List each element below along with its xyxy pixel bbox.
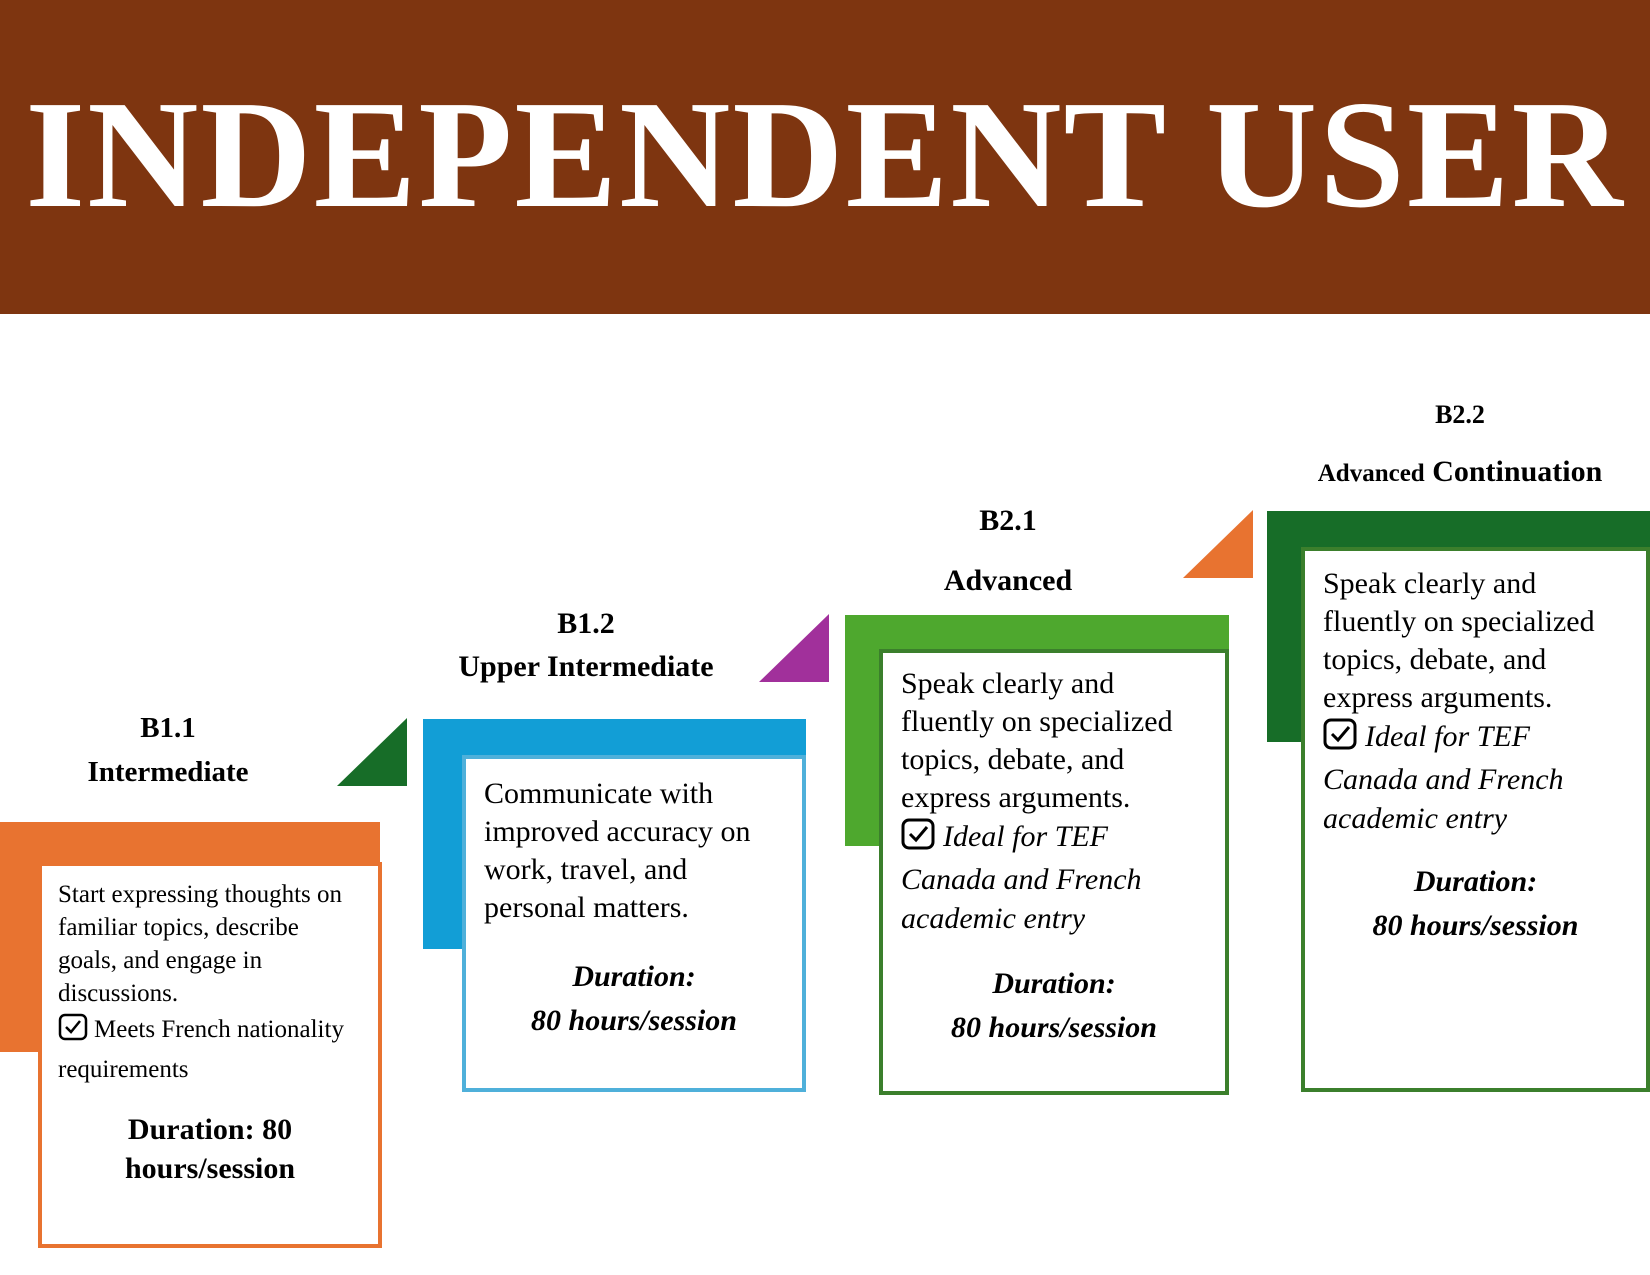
page-title: INDEPENDENT USER [25,70,1625,240]
level-description: Speak clearly and fluently on specialize… [901,667,1173,814]
check-text: Ideal for TEF Canada and French academic… [901,820,1142,935]
duration: Duration: 80 hours/session [901,962,1207,1050]
level-name-part-1: Advanced [1317,460,1425,487]
duration-line-2: 80 hours/session [531,1004,737,1037]
check-line: Meets French nationality requirements [58,1012,362,1088]
checkbox-checked-icon [1323,718,1359,760]
duration-line-1: Duration: 80 [127,1113,293,1146]
check-line: Ideal for TEF Canada and French academic… [1323,717,1628,838]
level-description: Communicate with improved accuracy on wo… [484,777,751,924]
duration-line-1: Duration: [572,960,696,993]
level-name-b21: Advanced [943,564,1073,597]
level-card-b11: Start expressing thoughts on familiar to… [38,862,382,1248]
level-code-b22: B2.2 [1435,400,1485,429]
checkbox-checked-icon [58,1013,88,1052]
check-text: Ideal for TEF Canada and French academic… [1323,720,1564,835]
level-name-b22: Advanced Continuation [1290,455,1630,489]
duration-line-2: hours/session [124,1152,296,1185]
step-triangle-b21 [1183,510,1253,578]
check-line: Ideal for TEF Canada and French academic… [901,817,1207,938]
step-triangle-b12 [759,614,829,682]
duration: Duration: 80 hours/session [58,1110,362,1188]
level-name-b12: Upper Intermediate [458,650,714,683]
level-card-b21: Speak clearly and fluently on specialize… [879,649,1229,1095]
level-name-part-2: Continuation [1432,455,1603,488]
level-code-b12: B1.2 [557,607,615,640]
level-code-b21: B2.1 [979,504,1037,537]
level-name-b11: Intermediate [87,756,249,788]
duration: Duration: 80 hours/session [484,955,784,1043]
step-triangle-b11 [337,718,407,786]
duration-line-1: Duration: [992,967,1116,1000]
checkbox-checked-icon [901,818,937,860]
level-card-b22: Speak clearly and fluently on specialize… [1301,547,1650,1092]
duration-line-2: 80 hours/session [1372,909,1579,942]
level-code-b11: B1.1 [140,712,196,744]
duration-line-1: Duration: [1413,865,1538,898]
duration-line-2: 80 hours/session [951,1011,1157,1044]
level-card-b12: Communicate with improved accuracy on wo… [462,755,806,1092]
level-description: Speak clearly and fluently on specialize… [1323,567,1595,714]
check-text: Meets French nationality requirements [58,1016,344,1083]
level-description: Start expressing thoughts on familiar to… [58,881,343,1007]
duration: Duration: 80 hours/session [1323,860,1628,948]
header-banner: INDEPENDENT USER [0,0,1650,314]
